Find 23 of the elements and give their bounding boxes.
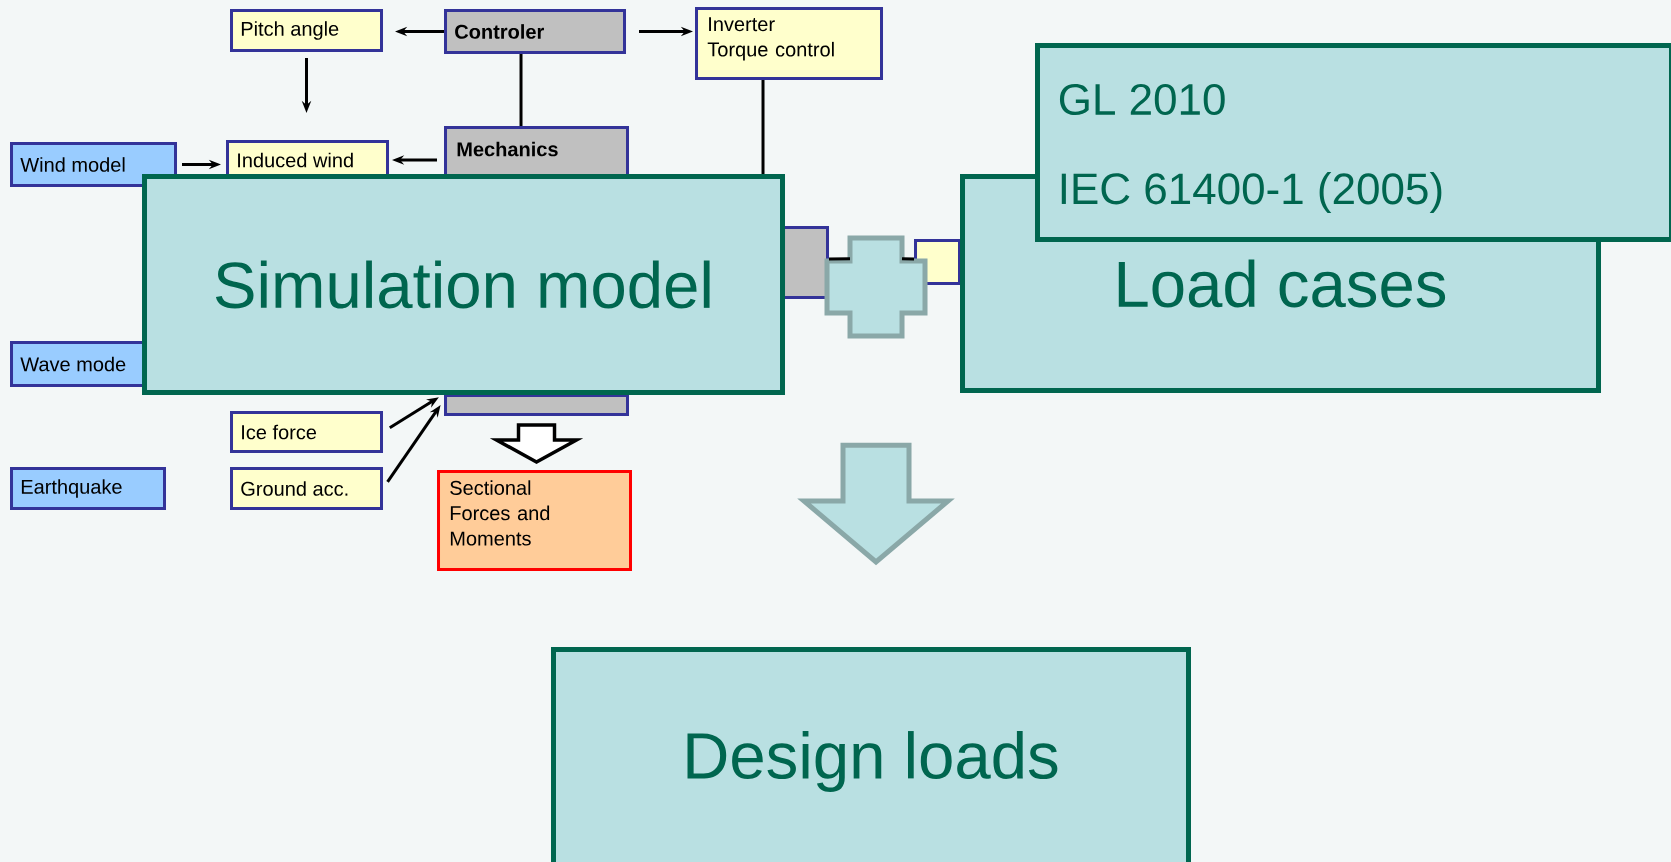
plus-sign: [824, 235, 928, 339]
connector-line: [829, 257, 851, 261]
stage-box: Simulation model: [142, 174, 785, 395]
parameter-box: Ground acc.: [230, 467, 383, 510]
connector-line: [761, 80, 765, 174]
parameter-box: Induced wind: [226, 140, 389, 180]
model-box: Wind model: [10, 142, 177, 187]
stage-box: Design loads: [551, 647, 1191, 862]
parameter-box: Ice force: [230, 411, 383, 453]
component-box: [782, 226, 829, 299]
block-arrow: [797, 442, 955, 566]
component-box: Controler: [444, 9, 626, 54]
model-box: Earthquake: [10, 467, 166, 510]
parameter-box: Inverter Torque control: [695, 7, 883, 80]
component-box: [444, 394, 629, 416]
connector-line: [901, 257, 915, 261]
output-box: Sectional Forces and Moments: [437, 470, 632, 571]
standards-box: GL 2010 IEC 61400-1 (2005): [1035, 43, 1671, 242]
parameter-box: Pitch angle: [230, 9, 383, 52]
component-box: Mechanics: [444, 126, 629, 179]
model-box: Wave mode: [10, 341, 147, 387]
connector-line: [519, 54, 523, 126]
block-arrow: [489, 423, 584, 464]
